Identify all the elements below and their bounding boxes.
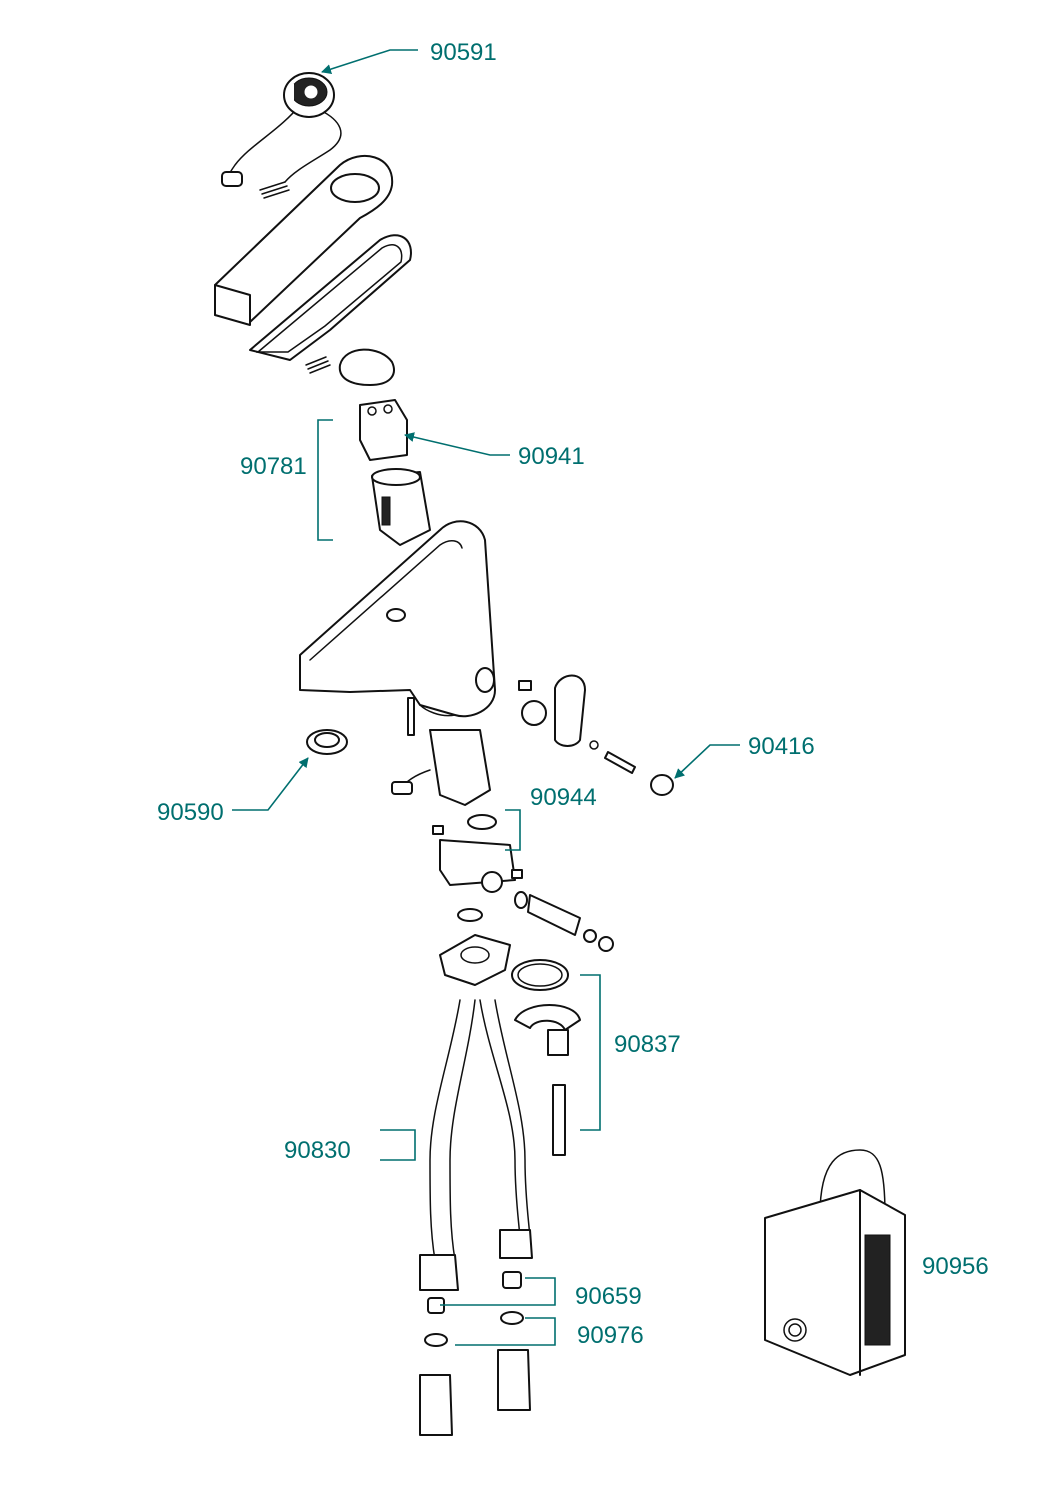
gasket [249,234,412,361]
sensor-window-90941 [359,399,408,461]
cartridge [514,891,614,952]
callout-90956: 90956 [922,1253,989,1280]
lever-assembly [518,674,674,796]
group-brackets [317,419,601,1346]
sensor-module [305,348,395,386]
callout-90944: 90944 [530,784,597,811]
push-button-90591 [221,72,342,199]
solenoid-valve-90944 [391,729,523,922]
washers-90976 [424,1311,524,1347]
fixing-set-90837 [511,959,581,1156]
callout-90591: 90591 [430,39,497,66]
nozzles-90659 [427,1271,522,1314]
leader-arrows [232,49,740,811]
callout-90659: 90659 [575,1283,642,1310]
callout-90837: 90837 [614,1031,681,1058]
callout-90976: 90976 [577,1322,644,1349]
base-cap-90590 [306,729,348,755]
callout-90941: 90941 [518,443,585,470]
screw [407,697,415,736]
faucet-body [299,520,496,718]
hoses-90830 [419,999,533,1291]
power-box-90956 [764,1149,906,1376]
callout-labels: 90591 90941 90781 90416 90590 90944 9083… [157,39,989,1349]
callout-90830: 90830 [284,1137,351,1164]
sensor-holder-90781 [371,468,431,546]
callout-90590: 90590 [157,799,224,826]
callout-90781: 90781 [240,453,307,480]
spout-cover [214,155,394,326]
base-plate [439,934,511,986]
connectors [419,1349,531,1436]
callout-90416: 90416 [748,733,815,760]
